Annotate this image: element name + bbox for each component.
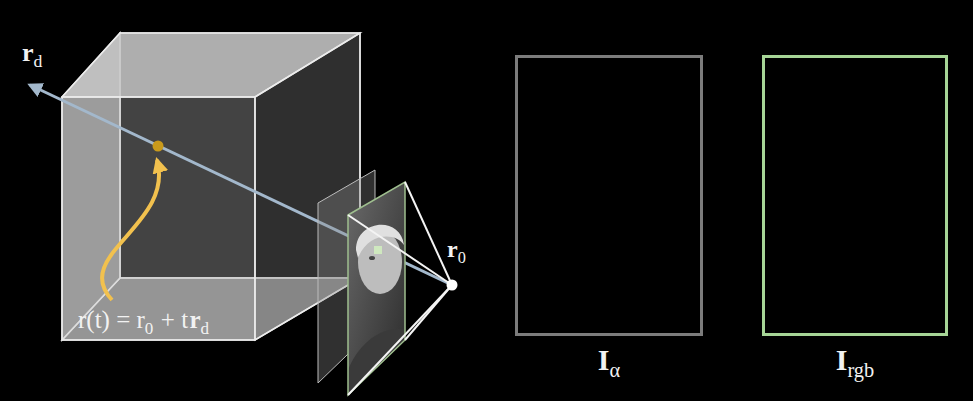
camera-origin	[447, 280, 458, 291]
subscript: d	[201, 319, 210, 338]
image-plane-front	[348, 182, 405, 395]
direction-label: rd	[22, 38, 42, 72]
pixel-highlight	[374, 246, 382, 254]
buffer-subscript: rgb	[847, 359, 874, 381]
volume-cube	[62, 33, 360, 340]
subscript: d	[34, 51, 43, 71]
buffer-subscript: α	[610, 359, 621, 381]
buffer-symbol: I	[598, 343, 610, 376]
frustum-line	[348, 285, 452, 395]
math-symbol: r(t) = r	[78, 306, 145, 333]
sample-point	[153, 141, 164, 152]
photo	[340, 182, 415, 400]
photo-eye	[369, 256, 375, 260]
subscript: 0	[145, 319, 154, 338]
buffer-caption: Iα	[518, 343, 700, 382]
buffer-symbol: I	[836, 343, 848, 376]
buffer-caption: Irgb	[765, 343, 945, 382]
subscript: 0	[458, 248, 466, 267]
cube-front-face	[62, 97, 255, 340]
pointer-curve	[102, 160, 159, 300]
image-buffer-box: Irgb	[762, 55, 948, 336]
math-symbol: r	[22, 38, 34, 67]
math-symbol: + t	[161, 306, 188, 333]
camera-frustum	[348, 182, 452, 395]
origin-label: r0	[447, 236, 466, 268]
math-symbol: r	[447, 236, 458, 262]
image-buffer-box: Iα	[515, 55, 703, 336]
photo-hair	[356, 225, 404, 258]
math-symbol: r	[189, 306, 200, 333]
ray-equation: r(t) = r0 + trd	[78, 306, 209, 339]
frustum-line	[348, 215, 452, 285]
